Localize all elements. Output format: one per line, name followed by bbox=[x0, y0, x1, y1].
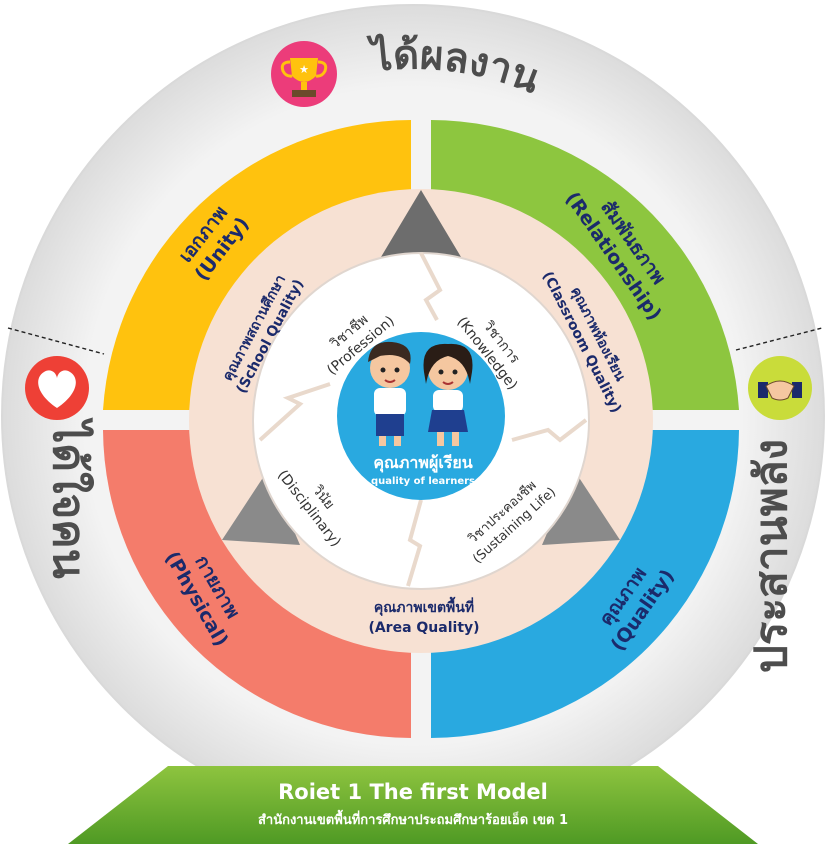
center-title-en: quality of learners bbox=[371, 476, 475, 487]
center-title-thai: คุณภาพผู้เรียน bbox=[373, 453, 472, 474]
dashed-separator-left bbox=[7, 327, 105, 355]
divider-left bbox=[258, 382, 331, 442]
footer-subtitle: สำนักงานเขตพื้นที่การศึกษาประถมศึกษาร้อย… bbox=[257, 813, 569, 828]
divider-bottom bbox=[406, 499, 423, 587]
divider-top bbox=[419, 252, 443, 321]
triangle-top bbox=[378, 190, 464, 262]
outer-label-left: ได้ใจคน bbox=[43, 417, 95, 578]
footer-title: Roiet 1 The first Model bbox=[278, 780, 548, 804]
triangle-bottom-right bbox=[542, 470, 620, 545]
outer-label-right: ประสานพลัง bbox=[746, 439, 797, 673]
triangle-bottom-left bbox=[222, 470, 300, 545]
svg-text:★: ★ bbox=[299, 63, 309, 76]
students-illustration bbox=[368, 341, 473, 446]
heart-icon bbox=[25, 356, 89, 420]
divider-right bbox=[511, 418, 588, 443]
handshake-icon bbox=[748, 356, 812, 420]
trophy-icon: ★ bbox=[271, 41, 337, 107]
boy-icon bbox=[368, 341, 411, 446]
level-area-thai: คุณภาพเขตพื้นที่ bbox=[374, 596, 474, 616]
level-area-en: (Area Quality) bbox=[368, 620, 479, 636]
dashed-separator-right bbox=[735, 327, 823, 351]
girl-icon bbox=[423, 343, 473, 446]
footer-base bbox=[68, 766, 758, 844]
